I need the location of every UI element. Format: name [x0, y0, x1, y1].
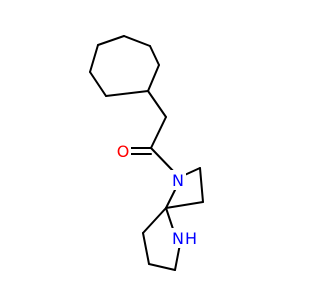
- bond: [89, 44, 99, 73]
- bond: [97, 35, 125, 46]
- bond: [89, 71, 107, 97]
- oxygen-atom: O: [115, 140, 131, 161]
- bond: [147, 64, 160, 92]
- bond: [148, 263, 176, 271]
- bond: [174, 243, 181, 271]
- bond-carbonyl-to-n: [150, 147, 177, 175]
- amine-nitrogen-atom: N H: [171, 228, 197, 248]
- cycloheptyl-ring: [89, 35, 160, 97]
- bond-ch2-to-carbonyl: [150, 116, 167, 149]
- amine-hydrogen-label: H: [185, 229, 197, 248]
- bond: [142, 232, 150, 265]
- amine-nitrogen-label: N: [172, 229, 184, 248]
- bond-ring-to-ch2: [147, 90, 167, 118]
- bond: [165, 201, 204, 209]
- amide-nitrogen-label: N: [172, 171, 184, 190]
- bond: [199, 167, 204, 203]
- bond: [105, 90, 149, 97]
- bond: [142, 207, 167, 234]
- amide-nitrogen-atom: N: [170, 170, 186, 190]
- carbonyl-double-bond: [130, 147, 152, 155]
- pyrrolidine-ring-lower: [142, 207, 181, 271]
- oxygen-label: O: [117, 142, 130, 161]
- bond: [149, 45, 160, 66]
- bond: [123, 35, 151, 47]
- molecule-diagram: O N N H: [89, 35, 204, 271]
